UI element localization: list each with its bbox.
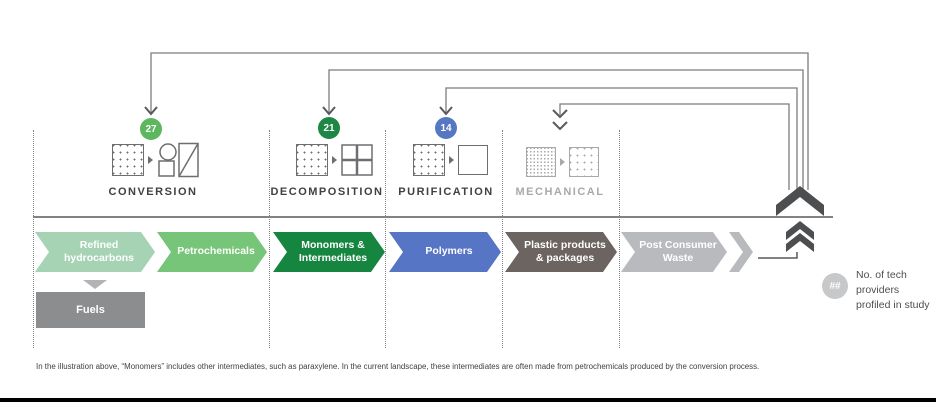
- conversion-output-shapes-icon: [158, 142, 199, 178]
- arrowhead-down-decomposition-icon: [322, 106, 336, 116]
- legend-description: No. of tech providers profiled in study: [856, 269, 930, 312]
- flow-step-label: Petrochemicals: [177, 245, 255, 258]
- dotted-square-icon: [296, 144, 328, 176]
- loop-line-purification: [445, 87, 798, 190]
- arrowhead-down-conversion-icon: [144, 106, 158, 116]
- dotted-square-icon: [112, 144, 144, 176]
- arrow-right-icon: [332, 156, 337, 164]
- arrow-right-icon: [148, 156, 153, 164]
- conversion-process-icon: [112, 142, 201, 178]
- waste-return-connector: [758, 252, 798, 259]
- purification-process-icon: [413, 142, 488, 178]
- arrow-right-icon: [449, 156, 454, 164]
- divider-dotted: [502, 130, 503, 348]
- flow-step-label: Plastic products & packages: [524, 238, 606, 264]
- fuels-branch-triangle-icon: [83, 280, 107, 289]
- conversion-count-badge: 27: [140, 118, 162, 140]
- double-up-chevron-icon: [786, 221, 814, 252]
- dotted-square-icon: [413, 144, 445, 176]
- big-up-chevron-icon: [776, 186, 824, 216]
- divider-dotted: [33, 130, 34, 348]
- flow-step-monomers-intermediates: Monomers & Intermediates: [273, 232, 385, 272]
- divider-dotted: [269, 130, 270, 348]
- chevron-down-mechanical-icon: [552, 121, 568, 131]
- divider-dotted: [385, 130, 386, 348]
- category-label-decomposition: DECOMPOSITION: [270, 186, 384, 198]
- flow-step-label: Monomers & Intermediates: [298, 238, 368, 264]
- sparse-dotted-square-icon: [569, 147, 599, 177]
- category-label-conversion: CONVERSION: [108, 186, 198, 198]
- empty-square-icon: [458, 145, 488, 175]
- dense-dotted-square-icon: [526, 147, 556, 177]
- decomposition-process-icon: [296, 142, 373, 178]
- category-label-purification: PURIFICATION: [398, 186, 494, 198]
- flow-step-refined-hydrocarbons: Refined hydrocarbons: [35, 232, 155, 272]
- flow-step-petrochemicals: Petrochemicals: [157, 232, 267, 272]
- legend-count-badge: ##: [822, 273, 848, 299]
- legend-badge-text: ##: [829, 280, 841, 292]
- decomposition-count: 21: [323, 122, 335, 134]
- flow-step-plastic-products: Plastic products & packages: [505, 232, 617, 272]
- flow-step-label: Post Consumer Waste: [639, 238, 717, 264]
- footnote: In the illustration above, “Monomers” in…: [36, 362, 760, 371]
- bottom-border-bar: [0, 398, 936, 402]
- flow-step-polymers: Polymers: [389, 232, 501, 272]
- conversion-count: 27: [145, 123, 157, 135]
- arrow-right-icon: [560, 158, 565, 166]
- decomposition-count-badge: 21: [318, 117, 340, 139]
- fuels-byproduct-box: Fuels: [36, 292, 145, 328]
- flow-step-post-consumer-waste: Post Consumer Waste: [621, 232, 727, 272]
- mechanical-process-icon: [526, 144, 599, 180]
- category-label-mechanical: MECHANICAL: [515, 186, 605, 198]
- purification-count: 14: [440, 122, 452, 134]
- fuels-label: Fuels: [76, 304, 105, 316]
- arrowhead-down-mechanical-icon: [552, 109, 568, 119]
- divider-dotted: [619, 130, 620, 348]
- flow-step-label: Polymers: [425, 245, 473, 258]
- waste-tail-chevron-icon: [729, 232, 753, 272]
- purification-count-badge: 14: [435, 117, 457, 139]
- quartered-square-icon: [341, 144, 373, 176]
- flow-step-label: Refined hydrocarbons: [63, 238, 134, 264]
- arrowhead-down-purification-icon: [439, 106, 453, 116]
